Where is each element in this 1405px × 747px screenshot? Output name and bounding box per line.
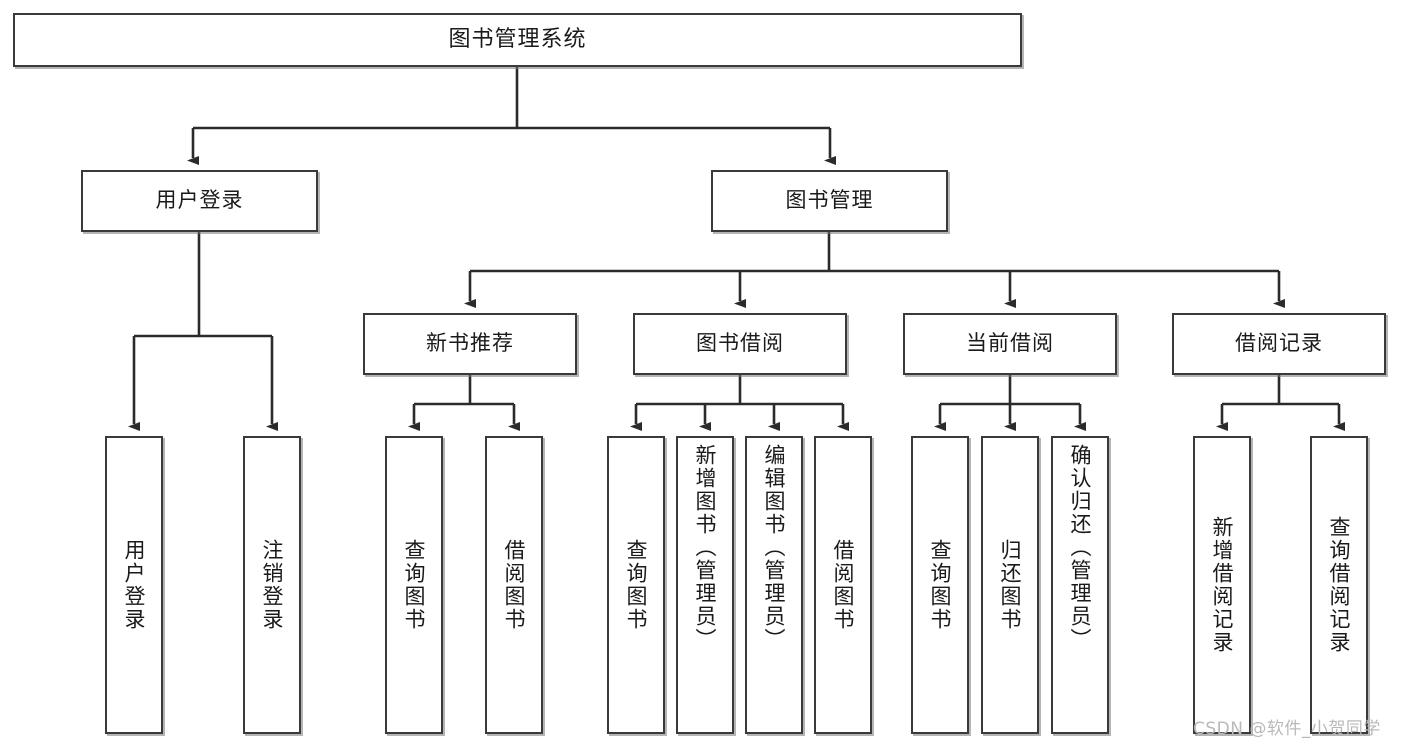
node-label: 用户登录 bbox=[122, 539, 147, 631]
leaf-current-confirm-return-admin[interactable]: 确认归还（管理员） bbox=[1051, 436, 1109, 734]
leaf-record-add-record[interactable]: 新增借阅记录 bbox=[1193, 436, 1251, 734]
leaf-user-login-signin[interactable]: 用户登录 bbox=[105, 436, 163, 734]
node-label: 借阅记录 bbox=[1235, 331, 1323, 356]
node-label: 确认归还（管理员） bbox=[1068, 444, 1093, 651]
node-label: 借阅图书 bbox=[831, 539, 856, 631]
node-label: 编辑图书（管理员） bbox=[762, 444, 787, 651]
node-current-borrow[interactable]: 当前借阅 bbox=[903, 313, 1117, 375]
node-user-login[interactable]: 用户登录 bbox=[81, 170, 318, 232]
node-label: 图书管理系统 bbox=[448, 26, 587, 52]
node-label: 归还图书 bbox=[998, 539, 1023, 631]
node-book-borrow[interactable]: 图书借阅 bbox=[633, 313, 847, 375]
node-new-book-recommend[interactable]: 新书推荐 bbox=[363, 313, 577, 375]
node-root-library-system[interactable]: 图书管理系统 bbox=[13, 13, 1022, 67]
node-label: 图书管理 bbox=[785, 188, 874, 213]
node-label: 查询图书 bbox=[402, 539, 427, 631]
leaf-borrow-borrow-book[interactable]: 借阅图书 bbox=[814, 436, 872, 734]
node-label: 查询图书 bbox=[928, 539, 953, 631]
node-label: 注销登录 bbox=[260, 539, 285, 631]
node-label: 当前借阅 bbox=[966, 331, 1054, 356]
leaf-record-query-record[interactable]: 查询借阅记录 bbox=[1310, 436, 1368, 734]
node-label: 借阅图书 bbox=[502, 539, 527, 631]
node-label: 新增图书（管理员） bbox=[693, 444, 718, 651]
leaf-newbook-query-book[interactable]: 查询图书 bbox=[385, 436, 443, 734]
node-label: 图书借阅 bbox=[696, 331, 784, 356]
leaf-current-query-book[interactable]: 查询图书 bbox=[911, 436, 969, 734]
node-label: 用户登录 bbox=[155, 188, 244, 213]
node-label: 新增借阅记录 bbox=[1210, 516, 1235, 654]
leaf-user-login-signout[interactable]: 注销登录 bbox=[243, 436, 301, 734]
node-label: 查询图书 bbox=[624, 539, 649, 631]
leaf-borrow-add-book-admin[interactable]: 新增图书（管理员） bbox=[676, 436, 734, 734]
node-label: 新书推荐 bbox=[426, 331, 514, 356]
node-label: 查询借阅记录 bbox=[1327, 516, 1352, 654]
node-book-management[interactable]: 图书管理 bbox=[711, 170, 948, 232]
leaf-current-return-book[interactable]: 归还图书 bbox=[981, 436, 1039, 734]
leaf-newbook-borrow-book[interactable]: 借阅图书 bbox=[485, 436, 543, 734]
leaf-borrow-query-book[interactable]: 查询图书 bbox=[607, 436, 665, 734]
node-borrow-record[interactable]: 借阅记录 bbox=[1172, 313, 1386, 375]
watermark-csdn: CSDN @软件_小贺同学 bbox=[1193, 719, 1381, 739]
leaf-borrow-edit-book-admin[interactable]: 编辑图书（管理员） bbox=[745, 436, 803, 734]
